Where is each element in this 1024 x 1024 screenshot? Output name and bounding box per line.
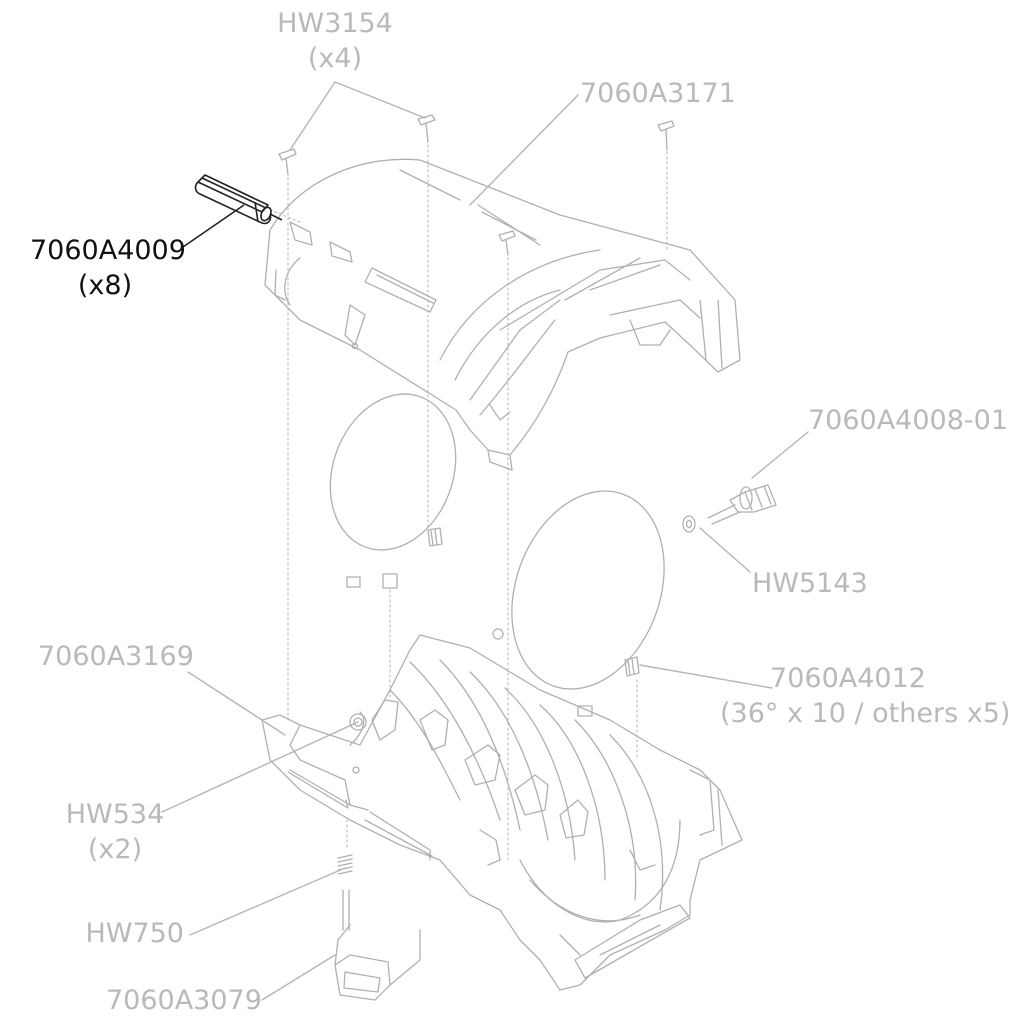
label-hw534: HW534 (x2): [60, 797, 170, 867]
label-7060a3169: 7060A3169: [38, 639, 194, 674]
highlighted-rod-part: [194, 174, 283, 225]
label-7060a4008-01: 7060A4008-01: [808, 403, 1008, 438]
rear-lens-disc: [511, 490, 665, 690]
focus-knob-part: [707, 484, 777, 525]
screws: [278, 114, 675, 256]
leader-lines: [161, 81, 809, 1001]
part-number: 7060A4012: [770, 663, 926, 694]
label-7060a3171: 7060A3171: [580, 76, 736, 111]
lower-shell-part: [261, 634, 743, 991]
spring-part: [337, 854, 353, 931]
part-number: 7060A4008-01: [808, 405, 1008, 436]
quantity: (36° x 10 / others x5): [720, 698, 1011, 729]
label-7060a4009: 7060A4009 (x8): [30, 233, 186, 303]
part-number: HW750: [85, 918, 184, 949]
part-number: 7060A3079: [106, 985, 262, 1016]
part-number: 7060A3169: [38, 641, 194, 672]
quantity: (x8): [77, 270, 133, 301]
assembly-guide-lines: [269, 144, 668, 861]
label-7060a4012: 7060A4012 (36° x 10 / others x5): [720, 661, 1011, 731]
quantity: (x2): [87, 834, 143, 865]
small-clips: [346, 527, 640, 717]
front-lens-disc: [329, 393, 457, 551]
upper-shell-part: [264, 158, 741, 471]
washer-part: [682, 515, 696, 533]
part-number: HW5143: [752, 568, 868, 599]
quantity: (x4): [307, 43, 363, 74]
highlighted-leader-line: [182, 204, 245, 248]
label-hw5143: HW5143: [752, 566, 868, 601]
bottom-bracket-part: [334, 924, 421, 1001]
part-number: HW3154: [277, 8, 393, 39]
label-hw3154: HW3154 (x4): [270, 6, 400, 76]
part-number: HW534: [65, 799, 165, 830]
label-hw750: HW750: [80, 916, 184, 951]
label-7060a3079: 7060A3079: [106, 983, 262, 1018]
part-number: 7060A4009: [30, 235, 186, 266]
part-number: 7060A3171: [580, 78, 736, 109]
